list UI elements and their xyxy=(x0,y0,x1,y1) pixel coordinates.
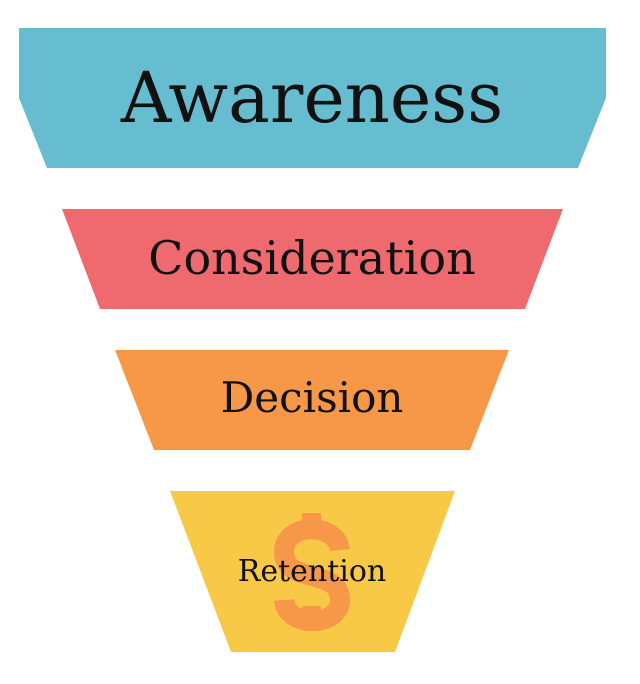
funnel-stage-decision-shape xyxy=(115,350,509,450)
funnel-stage-consideration-shape xyxy=(62,209,563,309)
funnel-stage-consideration-label: Consideration xyxy=(148,231,475,285)
funnel-stage-decision-label: Decision xyxy=(221,373,404,422)
dollar-sign-icon xyxy=(273,513,351,631)
funnel-stage-decision: Decision xyxy=(115,350,509,450)
funnel-stage-retention-label: Retention xyxy=(238,554,387,589)
funnel-stage-awareness-label: Awareness xyxy=(120,57,503,139)
funnel-stage-awareness-shape xyxy=(19,28,606,168)
funnel-stage-awareness: Awareness xyxy=(19,28,606,168)
funnel-stage-retention: Retention xyxy=(170,491,455,652)
funnel-stage-consideration: Consideration xyxy=(62,209,563,309)
